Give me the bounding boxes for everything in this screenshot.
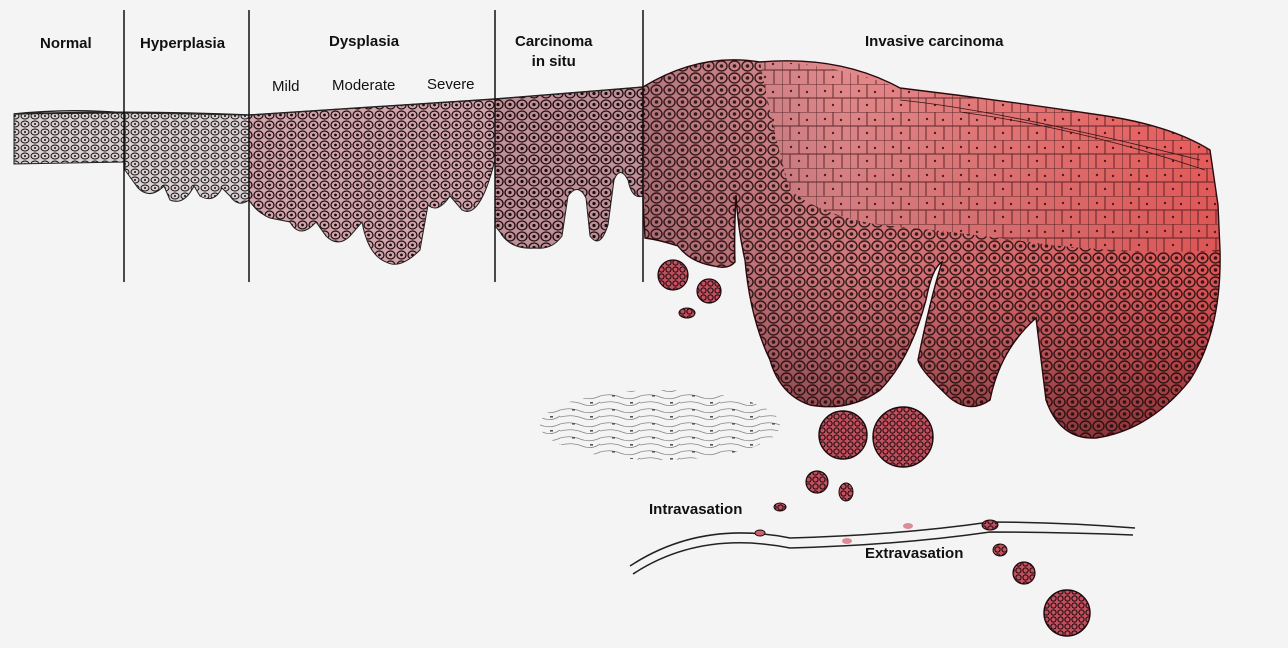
hyperplasia-epithelium	[125, 113, 249, 203]
label-carcinoma-in-situ: Carcinoma in situ	[515, 32, 593, 72]
tumor-cluster-icon	[819, 411, 867, 459]
tumor-cell-in-vessel-icon	[903, 523, 913, 529]
carcinoma-in-situ-epithelium	[495, 87, 643, 248]
tumor-cluster-icon	[1044, 590, 1090, 636]
normal-epithelium	[14, 111, 125, 164]
tumor-cluster-icon	[873, 407, 933, 467]
invasive-carcinoma-mass	[643, 60, 1220, 438]
dysplasia-epithelium	[249, 99, 495, 264]
label-intravasation: Intravasation	[649, 501, 742, 518]
tumor-cluster-icon	[697, 279, 721, 303]
extravasated-clusters	[993, 544, 1090, 636]
label-extravasation: Extravasation	[865, 545, 963, 562]
label-dysplasia: Dysplasia	[329, 33, 399, 50]
label-hyperplasia: Hyperplasia	[140, 35, 225, 52]
tumor-cluster-icon	[839, 483, 853, 501]
label-severe: Severe	[427, 76, 475, 93]
tumor-cluster-icon	[774, 503, 786, 511]
tumor-cluster-icon	[658, 260, 688, 290]
tumor-cell-in-vessel-icon	[982, 520, 998, 530]
stroma-fiber-pattern-icon	[540, 390, 780, 460]
migrating-clusters	[774, 407, 933, 511]
tumor-cluster-icon	[1013, 562, 1035, 584]
label-invasive-carcinoma: Invasive carcinoma	[865, 33, 1003, 50]
label-normal: Normal	[40, 35, 92, 52]
tumor-cluster-icon	[806, 471, 828, 493]
label-cis-line2: in situ	[515, 52, 593, 72]
label-mild: Mild	[272, 78, 300, 95]
tumor-cluster-icon	[679, 308, 695, 318]
tumor-cell-in-vessel-icon	[755, 530, 765, 536]
detached-clusters-upper	[658, 260, 721, 318]
tumor-cluster-icon	[993, 544, 1007, 556]
tumor-cell-in-vessel-icon	[842, 538, 852, 544]
label-cis-line1: Carcinoma	[515, 32, 593, 52]
label-moderate: Moderate	[332, 77, 395, 94]
